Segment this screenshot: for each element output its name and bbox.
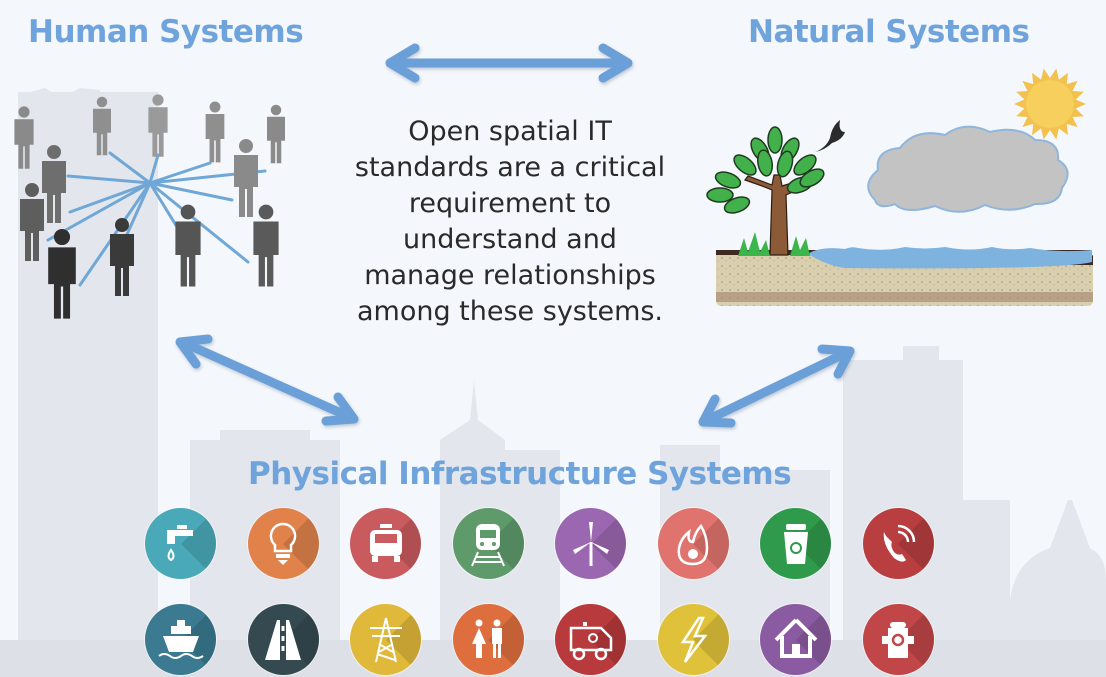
infrastructure-icon-grid xyxy=(145,508,934,675)
person-icon xyxy=(234,139,258,217)
person-icon xyxy=(253,204,279,287)
statement-line: requirement to xyxy=(408,188,612,219)
fire-hydrant-icon xyxy=(862,604,934,675)
physical-infrastructure-title: Physical Infrastructure Systems xyxy=(248,456,792,492)
sun-icon xyxy=(1014,68,1086,140)
ship-icon xyxy=(145,604,216,675)
person-icon xyxy=(205,101,225,163)
person-icon xyxy=(175,204,201,287)
skyline-dome xyxy=(1010,500,1106,677)
skyline-tower-left-top xyxy=(30,88,100,98)
bird-icon xyxy=(815,120,845,152)
human-natural-arrow xyxy=(385,43,633,83)
leaf xyxy=(799,168,825,188)
arrows xyxy=(175,43,855,428)
train-icon xyxy=(452,508,524,579)
person-icon xyxy=(42,145,66,223)
restroom-icon xyxy=(452,604,524,675)
leaf xyxy=(756,149,774,177)
taxi-icon xyxy=(350,508,421,579)
ambulance-icon xyxy=(555,604,626,675)
water-icon xyxy=(808,247,1092,269)
human-physical-arrow xyxy=(175,334,359,426)
tree-icon xyxy=(706,126,825,256)
skyline-block-left2 xyxy=(220,430,310,450)
person-icon xyxy=(110,218,134,296)
leaf xyxy=(714,171,742,189)
statement-line: standards are a critical xyxy=(354,152,666,183)
human-network-illustration xyxy=(14,94,285,319)
natural-physical-arrow xyxy=(698,344,855,428)
light-bulb-icon xyxy=(247,508,319,579)
person-icon xyxy=(48,228,76,319)
skyline-tower-left xyxy=(18,92,158,677)
leaf xyxy=(723,196,751,214)
people-figures xyxy=(14,94,285,319)
person-icon xyxy=(20,183,44,261)
natural-illustration xyxy=(706,68,1093,306)
person-icon xyxy=(148,94,168,157)
leaf xyxy=(776,150,794,178)
network-lines xyxy=(46,151,267,287)
leaf xyxy=(706,187,734,203)
ground-cross-section xyxy=(716,247,1093,306)
statement-line: among these systems. xyxy=(356,296,664,327)
skyline-tower-right-top xyxy=(903,346,939,362)
leaf xyxy=(733,154,757,176)
center-statement: Open spatial IT standards are a critical… xyxy=(330,114,690,330)
statement-line: manage relationships xyxy=(364,260,656,291)
water-tap-icon xyxy=(145,508,216,579)
road-icon xyxy=(247,604,319,675)
wind-turbine-icon xyxy=(555,508,626,579)
phone-icon xyxy=(862,508,934,579)
lightning-icon xyxy=(657,604,729,675)
person-icon xyxy=(93,96,111,156)
cloud-icon xyxy=(867,125,1069,213)
leaf xyxy=(767,126,783,154)
house-icon xyxy=(760,604,831,675)
statement-line: Open spatial IT xyxy=(408,116,612,147)
fire-icon xyxy=(657,508,729,579)
person-icon xyxy=(14,106,34,169)
natural-systems-title: Natural Systems xyxy=(748,14,1030,50)
power-tower-icon xyxy=(350,604,421,675)
person-icon xyxy=(267,104,285,164)
statement-line: understand and xyxy=(403,224,617,255)
leaf xyxy=(793,154,817,176)
recycle-bin-icon xyxy=(760,508,831,579)
human-systems-title: Human Systems xyxy=(28,14,304,50)
